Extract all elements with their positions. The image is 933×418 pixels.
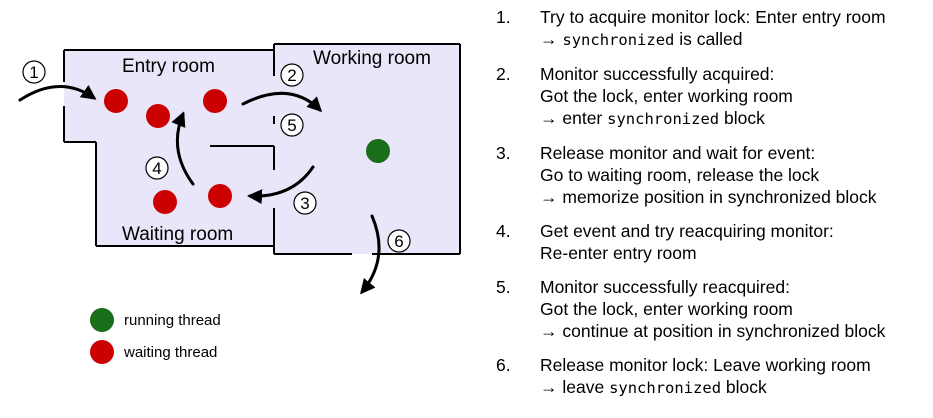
number-badge-3: 3 [293,191,317,215]
step-text: → memorize position in synchronized bloc… [540,187,877,207]
legend: running thread waiting thread [90,308,221,364]
step-text: Release monitor lock: Leave working room [540,355,871,375]
number-badge-5: 5 [280,113,304,137]
step-number: 5. [496,277,511,297]
step-line: Got the lock, enter working room [540,85,928,107]
step-text: Got the lock, enter working room [540,86,793,106]
thread-dots [104,89,390,214]
number-badge-2: 2 [280,63,304,87]
step-number: 6. [496,355,511,375]
waiting-thread-dot [104,89,128,113]
step-text: Monitor successfully reacquired: [540,277,790,297]
step-item: 2. Monitor successfully acquired:Got the … [496,63,928,130]
step-line: Re-enter entry room [540,242,928,264]
step-text: is called [674,29,743,49]
entry-room-fill [64,50,274,143]
entry-room-label: Entry room [122,56,215,77]
step-text: Get event and try reacquiring monitor: [540,221,834,241]
step-text: block [721,377,767,397]
step-text: Go to waiting room, release the lock [540,165,820,185]
step-text: block [719,108,765,128]
step-number: 1. [496,7,511,27]
legend-waiting-label: waiting thread [123,344,217,361]
step-line: Got the lock, enter working room [540,298,928,320]
step-text: → leave [540,377,610,397]
legend-running-label: running thread [124,312,221,329]
step-line: → continue at position in synchronized b… [540,320,928,342]
step-text: → continue at position in synchronized b… [540,321,886,341]
svg-text:4: 4 [152,159,161,178]
step-line: → memorize position in synchronized bloc… [540,186,928,208]
step-item: 6. Release monitor lock: Leave working ro… [496,354,928,399]
waiting-room-fill [96,140,274,246]
svg-text:3: 3 [300,194,309,213]
arrow-1 [18,84,97,102]
legend-waiting-dot [90,340,114,364]
step-list: 1. Try to acquire monitor lock: Enter ent… [496,6,928,399]
monitor-diagram: Entry room Working room Waiting room 1 2… [18,43,461,364]
step-text: → [540,29,563,49]
code-keyword: synchronized [607,110,720,128]
step-line: → leave synchronized block [540,376,928,399]
number-badge-4: 4 [145,156,169,180]
arrow-2 [241,91,323,113]
working-room-label: Working room [313,48,431,69]
svg-text:1: 1 [29,63,38,82]
step-line: Release monitor lock: Leave working room [540,354,928,376]
step-line: Monitor successfully acquired: [540,63,928,85]
arrow-3 [247,165,315,205]
step-number: 3. [496,143,511,163]
arrow-numbers: 1 2 3 4 5 6 [22,60,411,253]
step-item: 3. Release monitor and wait for event:Go … [496,142,928,208]
arrow-4 [171,111,195,186]
step-number: 4. [496,221,511,241]
step-text: Release monitor and wait for event: [540,143,816,163]
step-text: Got the lock, enter working room [540,299,793,319]
waiting-thread-dot [208,184,232,208]
waiting-thread-dot [146,104,170,128]
step-line: → synchronized is called [540,28,928,51]
svg-text:6: 6 [394,232,403,251]
waiting-thread-dot [153,190,177,214]
step-line: Get event and try reacquiring monitor: [540,220,928,242]
code-keyword: synchronized [562,31,675,49]
number-badge-6: 6 [387,229,411,253]
step-line: Release monitor and wait for event: [540,142,928,164]
step-item: 1. Try to acquire monitor lock: Enter ent… [496,6,928,51]
room-walls [63,43,461,255]
step-text: Try to acquire monitor lock: Enter entry… [540,7,886,27]
transition-arrows [18,84,381,295]
step-text: → enter [540,108,608,128]
step-item: 4. Get event and try reacquiring monitor:… [496,220,928,264]
step-line: Monitor successfully reacquired: [540,276,928,298]
svg-text:2: 2 [287,66,296,85]
room-fills [64,44,460,254]
number-badge-1: 1 [22,60,46,84]
step-line: → enter synchronized block [540,107,928,130]
step-line: Try to acquire monitor lock: Enter entry… [540,6,928,28]
waiting-thread-dot [203,89,227,113]
step-text: Re-enter entry room [540,243,697,263]
step-line: Go to waiting room, release the lock [540,164,928,186]
waiting-room-label: Waiting room [122,224,233,245]
code-keyword: synchronized [609,379,722,397]
step-item: 5. Monitor successfully reacquired:Got th… [496,276,928,342]
arrow-6 [360,214,381,295]
step-number: 2. [496,64,511,84]
step-text: Monitor successfully acquired: [540,64,775,84]
legend-running-dot [90,308,114,332]
svg-text:5: 5 [287,116,296,135]
running-thread-dot [366,139,390,163]
